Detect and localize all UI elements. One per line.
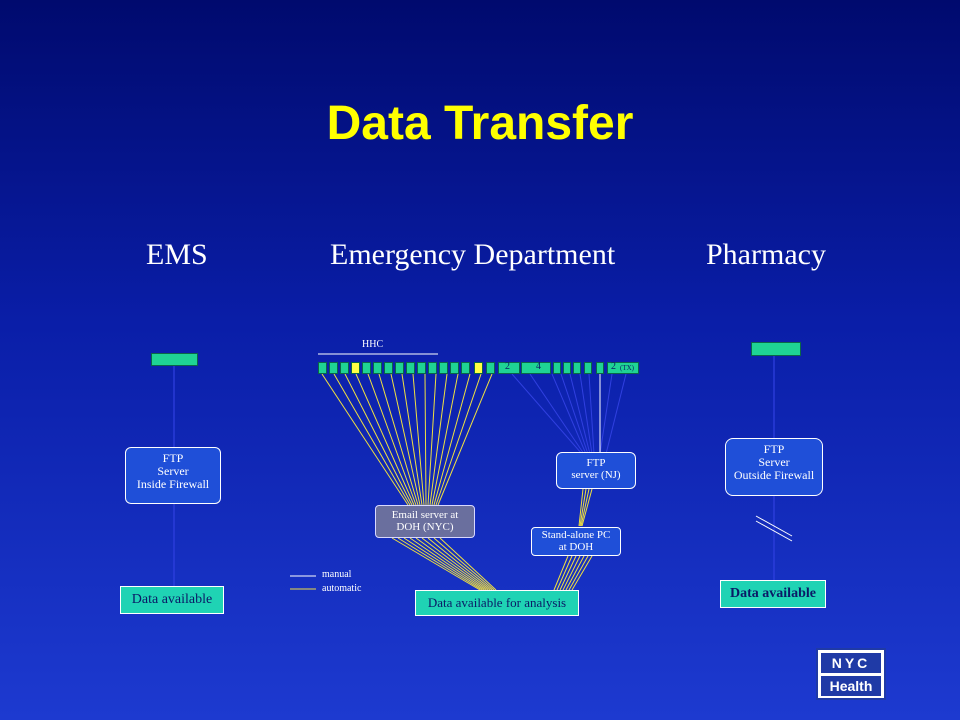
column-heading-emergency-department: Emergency Department [330,238,616,271]
hospital-node [450,362,459,374]
hospital-node [461,362,470,374]
ed-output-box: Data available for analysis [415,590,579,616]
hospital-node [329,362,338,374]
hospital-node [362,362,371,374]
hospital-node [340,362,349,374]
email-to-output-lines [391,537,497,591]
hospital-node [439,362,448,374]
slide-title: Data Transfer [326,97,634,150]
nyc-health-logo: NYC Health [816,648,886,700]
hospital-node [563,362,571,374]
ems-ftp-line-2: Server [157,464,189,479]
pharmacy-break-mark-2 [755,520,793,542]
ftp-to-pc-lines [578,488,593,527]
pc-to-output-lines [553,555,593,591]
hospital-node [521,362,551,374]
pharmacy-ftp-line-2: Server [758,455,790,470]
hospital-node [318,362,327,374]
nj-to-ftp-lines [511,373,627,455]
node-count-label: 2 [611,361,616,372]
column-heading-ems: EMS [146,238,208,271]
ed-ftp-line-2: server (NJ) [571,469,621,482]
email-server-line-2: DOH (NYC) [396,521,454,534]
standalone-pc-line-2: at DOH [558,541,594,554]
ed-ftp-line-1: FTP [586,457,606,469]
standalone-pc-line-1: Stand-alone PC [541,529,611,541]
hospital-node [406,362,415,374]
hospital-node [373,362,382,374]
pharmacy-output-box: Data available [720,580,826,608]
email-server-line-1: Email server at [391,509,459,521]
hospital-node [428,362,437,374]
node-count-label: 2 [505,361,510,372]
hhc-label: HHC [362,339,384,350]
hospital-node [573,362,581,374]
hospital-node [607,362,639,374]
hospital-node [486,362,495,374]
pharmacy-ftp-line-1: FTP [763,442,785,456]
pharmacy-break-mark [755,515,793,537]
hospital-node [395,362,404,374]
pharmacy-ftp-line-3: Outside Firewall [733,468,815,483]
ed-ftp-server-box: FTP server (NJ) [556,452,636,489]
pharmacy-ftp-server-box: FTP Server Outside Firewall [725,438,823,496]
hospital-node [417,362,426,374]
legend-manual-label: manual [322,569,352,580]
hospital-node [498,362,520,374]
hospital-node [553,362,561,374]
ems-ftp-line-1: FTP [162,451,184,465]
ems-source-node [151,353,198,366]
legend-automatic-label: automatic [322,583,362,594]
ems-ftp-server-box: FTP Server Inside Firewall [125,447,221,504]
email-server-box: Email server at DOH (NYC) [375,505,475,538]
pharmacy-source-node [751,342,801,356]
hospital-node [584,362,592,374]
hospital-node [351,362,360,374]
hospital-node [384,362,393,374]
hospital-node [596,362,604,374]
ems-ftp-line-3: Inside Firewall [136,477,210,492]
node-state-label: (TX) [620,364,634,372]
column-heading-pharmacy: Pharmacy [706,238,826,271]
node-count-label: 4 [536,361,541,372]
hhc-to-email-lines [321,373,493,506]
standalone-pc-box: Stand-alone PC at DOH [531,527,621,556]
ems-output-box: Data available [120,586,224,614]
logo-top-text: NYC [821,653,881,673]
hospital-node [474,362,483,374]
logo-bottom-text: Health [821,676,881,696]
